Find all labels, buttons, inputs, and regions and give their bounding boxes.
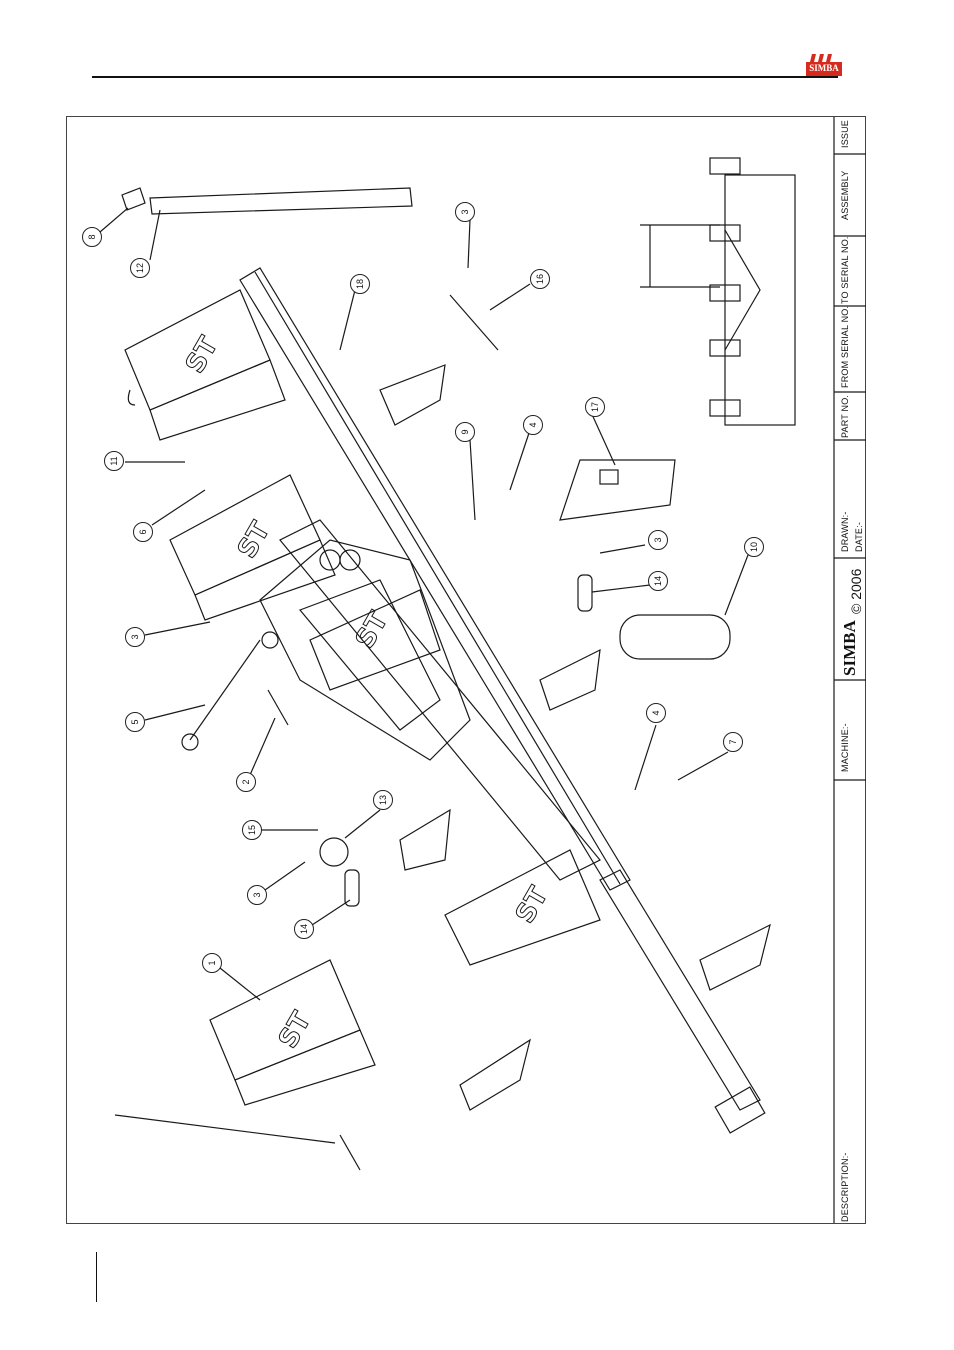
tb-date: DATE:- <box>854 522 864 552</box>
callout-18: 18 <box>350 274 370 294</box>
st-mark-2: ST <box>232 517 276 564</box>
tb-from-serial: FROM SERIAL NO. <box>840 306 850 388</box>
callout-17: 17 <box>585 397 605 417</box>
callout-16: 16 <box>530 269 550 289</box>
tb-drawn: DRAWN:- <box>840 511 850 552</box>
tb-logo: SIMBA <box>840 620 860 676</box>
footer-rule <box>96 1252 97 1302</box>
tb-assembly: ASSEMBLY <box>840 171 850 220</box>
callout-13: 13 <box>373 790 393 810</box>
callout-7: 7 <box>723 732 743 752</box>
tb-copyright: © 2006 <box>848 569 864 614</box>
callout-3: 3 <box>247 885 267 905</box>
st-mark-4: ST <box>273 1007 317 1054</box>
callout-5: 5 <box>125 712 145 732</box>
callout-14: 14 <box>648 571 668 591</box>
callout-8: 8 <box>82 227 102 247</box>
callout-4: 4 <box>523 415 543 435</box>
callout-3: 3 <box>125 627 145 647</box>
callout-10: 10 <box>744 537 764 557</box>
callout-12: 12 <box>130 258 150 278</box>
tb-machine: MACHINE:- <box>840 723 850 772</box>
st-mark-5: ST <box>510 882 554 929</box>
tb-description: DESCRIPTION:- <box>840 1152 850 1222</box>
callout-11: 11 <box>104 451 124 471</box>
tb-issue: ISSUE <box>840 120 850 148</box>
callout-15: 15 <box>242 820 262 840</box>
callout-6: 6 <box>133 522 153 542</box>
callout-3: 3 <box>455 202 475 222</box>
callout-3: 3 <box>648 530 668 550</box>
callout-9: 9 <box>455 422 475 442</box>
tb-part-no: PART NO. <box>840 395 850 438</box>
tb-to-serial: TO SERIAL NO. <box>840 236 850 304</box>
st-mark-3: ST <box>350 607 394 654</box>
callout-1: 1 <box>202 953 222 973</box>
callout-14: 14 <box>294 919 314 939</box>
callout-2: 2 <box>236 772 256 792</box>
st-mark-1: ST <box>180 332 224 379</box>
callout-4: 4 <box>646 703 666 723</box>
